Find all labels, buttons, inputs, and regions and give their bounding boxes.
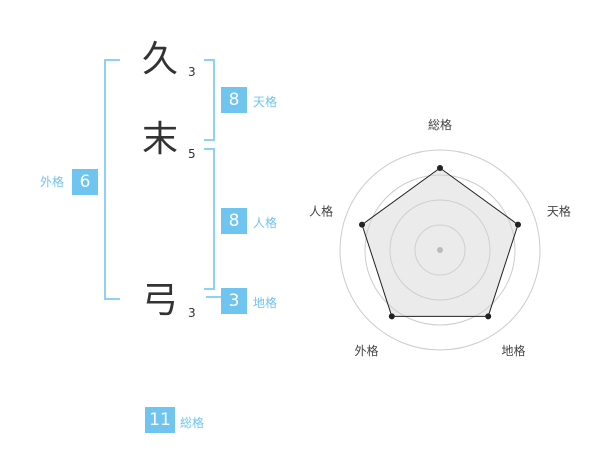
tenkaku-bracket <box>204 59 215 141</box>
radar-point-3 <box>485 313 492 320</box>
stroke-count-3: 3 <box>188 306 196 320</box>
jinkaku-label: 人格 <box>253 216 278 230</box>
radar-axis-label: 総格 <box>428 117 452 132</box>
chikaku-label: 地格 <box>253 296 278 310</box>
chikaku-value: 3 <box>221 288 247 314</box>
tenkaku-label: 天格 <box>253 95 278 109</box>
radar-ring <box>414 224 466 276</box>
chikaku-connector <box>206 296 221 298</box>
radar-axis-label: 外格 <box>355 343 379 358</box>
jinkaku-value: 8 <box>221 208 247 234</box>
name-char-2: 末 <box>142 119 179 160</box>
radar-point-5 <box>359 221 366 228</box>
name-char-3: 弓 <box>142 280 179 321</box>
gaikaku-label: 外格 <box>40 175 65 189</box>
radar-axis-label: 天格 <box>547 203 571 218</box>
gaikaku-value: 6 <box>72 169 98 195</box>
radar-polygon <box>361 167 519 317</box>
stroke-count-2: 5 <box>188 147 196 161</box>
tenkaku-value: 8 <box>221 87 247 113</box>
radar-point-4 <box>388 313 395 320</box>
soukaku-value: 11 <box>145 407 175 433</box>
radar-axis-label: 地格 <box>501 343 525 358</box>
radar-axis-label: 人格 <box>309 203 333 218</box>
name-char-1: 久 <box>142 39 179 80</box>
radar-center <box>437 247 443 253</box>
stroke-count-1: 3 <box>188 65 196 79</box>
gaikaku-bracket <box>104 59 120 300</box>
jinkaku-bracket <box>204 148 215 290</box>
radar-ring <box>389 199 491 301</box>
radar-point-1 <box>437 165 443 171</box>
radar-point-2 <box>514 221 521 228</box>
radar-ring <box>364 174 516 326</box>
soukaku-label: 総格 <box>180 416 205 430</box>
